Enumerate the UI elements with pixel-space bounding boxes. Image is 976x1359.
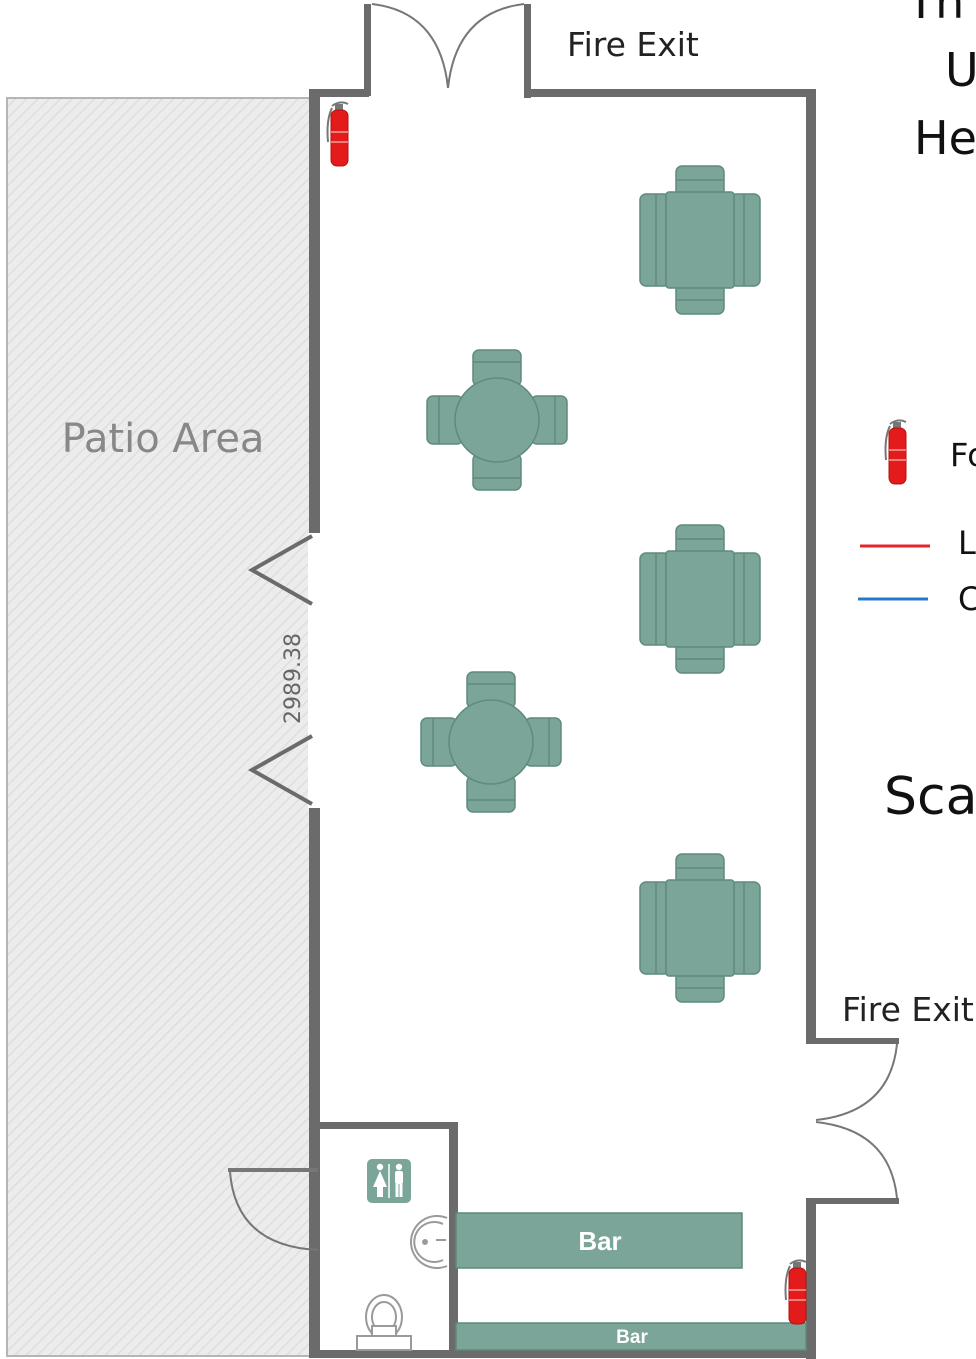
fire-extinguisher-icon <box>784 1259 807 1325</box>
legend-fire-extinguisher-icon <box>884 419 907 485</box>
patio-door <box>228 1168 319 1251</box>
bar-main <box>455 1212 743 1269</box>
bar-lower <box>455 1322 807 1351</box>
table-round-2 <box>420 671 562 813</box>
legend: Fo L C <box>858 419 976 618</box>
title-line-2: U <box>945 43 976 97</box>
fire-exit-right-label: Fire Exit <box>842 990 974 1029</box>
title-line-1: Th <box>906 0 964 29</box>
fire-exit-top-label: Fire Exit <box>567 25 699 64</box>
fire-extinguisher-icon <box>326 101 349 167</box>
top-fire-exit-door <box>371 3 525 89</box>
patio-label: Patio Area <box>62 416 265 462</box>
sink-icon <box>410 1215 448 1269</box>
dimension-label: 2989.38 <box>281 633 306 724</box>
scale-label: Sca <box>884 767 976 827</box>
patio-area <box>6 97 314 1357</box>
bar-lower-label: Bar <box>616 1327 648 1348</box>
table-square-1 <box>639 165 761 315</box>
table-square-3 <box>639 853 761 1003</box>
patio-opening <box>308 533 320 808</box>
right-fire-exit-door <box>815 1043 898 1199</box>
legend-extinguisher-label: Fo <box>950 436 976 474</box>
table-round-1 <box>426 349 568 491</box>
table-square-2 <box>639 524 761 674</box>
title-line-3: He <box>914 111 976 165</box>
legend-blue-line-label: C <box>958 580 976 618</box>
toilet-icon <box>356 1294 412 1351</box>
legend-red-line-label: L <box>958 524 976 562</box>
patio-opening-chevrons <box>247 534 313 806</box>
bar-main-label: Bar <box>578 1226 621 1256</box>
restroom-icon <box>367 1159 411 1203</box>
walls <box>309 4 899 1359</box>
